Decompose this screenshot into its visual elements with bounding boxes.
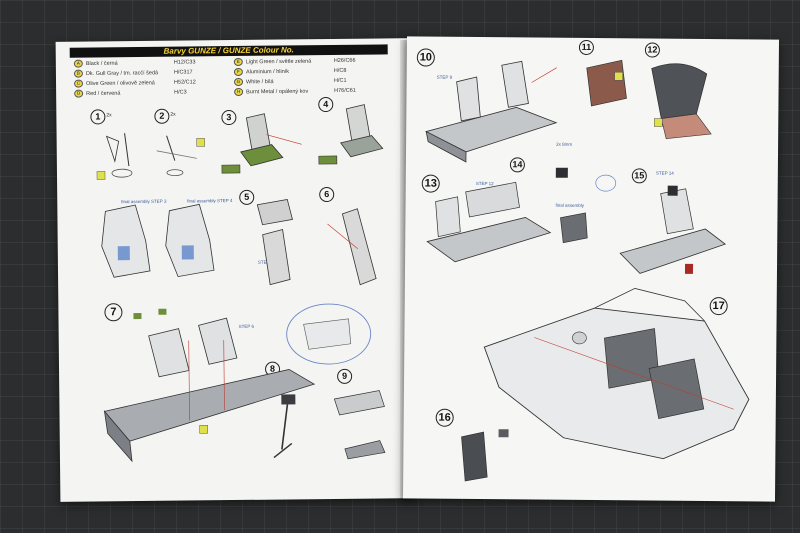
step16-parts-drawing xyxy=(461,429,509,482)
step15-cockpit-drawing xyxy=(619,185,727,274)
step17-fuselage-drawing xyxy=(483,287,750,460)
step12-shroud-drawing xyxy=(651,63,712,139)
step10-cockpit-drawing xyxy=(425,60,558,163)
step7-cockpit-tub-drawing xyxy=(103,308,316,463)
right-page: 10 11 12 13 14 15 16 17 STEP 9 STEP 12 S… xyxy=(402,36,780,502)
step8-control-stick-drawing xyxy=(273,394,296,459)
step13-cockpit-drawing xyxy=(426,181,552,263)
step3-seat-drawing xyxy=(221,113,302,174)
step2-parts-drawing xyxy=(156,135,205,177)
step11-panel-drawing xyxy=(586,59,627,107)
step9-pedals-drawing xyxy=(333,390,386,460)
detail-view-circle-drawing xyxy=(286,303,372,365)
left-page-diagrams xyxy=(96,104,386,463)
step5-6-parts-drawing xyxy=(256,198,377,286)
final-assembly-seats-drawing xyxy=(101,203,215,278)
step1-parts-drawing xyxy=(96,133,133,180)
step4-seat-drawing xyxy=(318,104,384,165)
step14-parts-drawing xyxy=(555,167,617,244)
right-page-diagrams xyxy=(425,59,750,482)
